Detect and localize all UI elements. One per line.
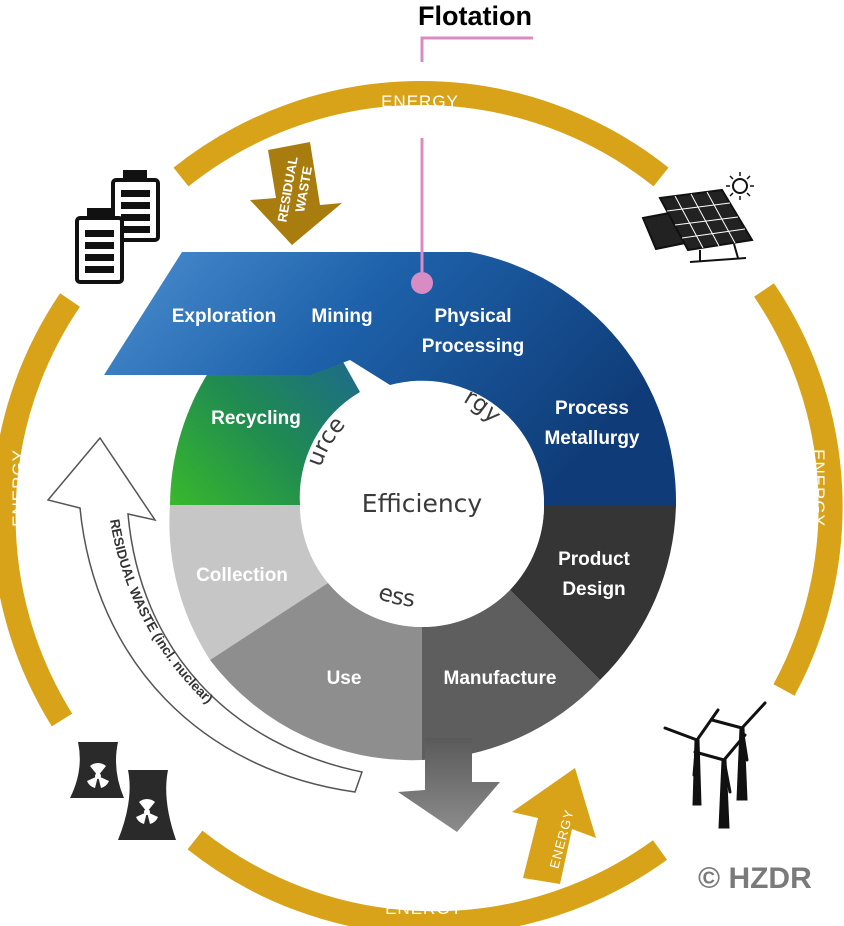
segment-product-design	[510, 505, 676, 680]
energy-arc-bottom	[187, 830, 668, 926]
energy-label-top: ENERGY	[381, 92, 459, 111]
solar-panel-icon	[641, 172, 754, 263]
label-manufacture: Manufacture	[444, 668, 557, 689]
label-physical-2: Processing	[422, 336, 524, 357]
energy-label-bottom: ENERGY	[385, 899, 463, 918]
center-efficiency: Efficiency	[362, 489, 483, 518]
energy-ring	[0, 81, 843, 926]
battery-icon	[75, 170, 160, 284]
residual-waste-arrow-top: RESIDUAL WASTE	[250, 142, 342, 245]
label-product-design-2: Design	[562, 579, 625, 600]
blue-band	[104, 252, 677, 505]
label-mining: Mining	[311, 306, 372, 327]
label-process-metallurgy-2: Metallurgy	[544, 428, 639, 449]
energy-arc-top	[173, 81, 669, 187]
gray-half	[169, 505, 676, 761]
segment-collection	[169, 505, 328, 660]
flotation-marker	[411, 272, 433, 294]
flotation-pointer	[420, 36, 533, 272]
segment-manufacture	[422, 590, 600, 760]
flow-arrow-down	[398, 738, 500, 832]
credit-text: © HZDR	[698, 862, 812, 895]
energy-arc-left	[0, 293, 80, 727]
energy-arrow-bottom-right: ENERGY	[512, 768, 596, 884]
segment-use	[210, 583, 422, 761]
label-product-design-1: Product	[558, 549, 630, 570]
energy-label-left: ENERGY	[9, 449, 28, 527]
label-physical-1: Physical	[434, 306, 511, 327]
energy-label-right: ENERGY	[809, 449, 828, 527]
label-use: Use	[327, 668, 362, 689]
label-process-metallurgy-1: Process	[555, 398, 629, 419]
nuclear-plant-icon	[70, 742, 176, 840]
battery-front	[75, 208, 124, 284]
label-recycling: Recycling	[211, 408, 301, 429]
flotation-title: Flotation	[418, 1, 532, 31]
energy-arc-right	[754, 283, 843, 696]
sun-icon	[732, 178, 748, 194]
wind-turbine-icon	[663, 701, 767, 829]
label-exploration: Exploration	[172, 306, 277, 327]
center-circle	[300, 383, 544, 627]
battery-back	[111, 170, 160, 242]
label-collection: Collection	[196, 565, 288, 586]
